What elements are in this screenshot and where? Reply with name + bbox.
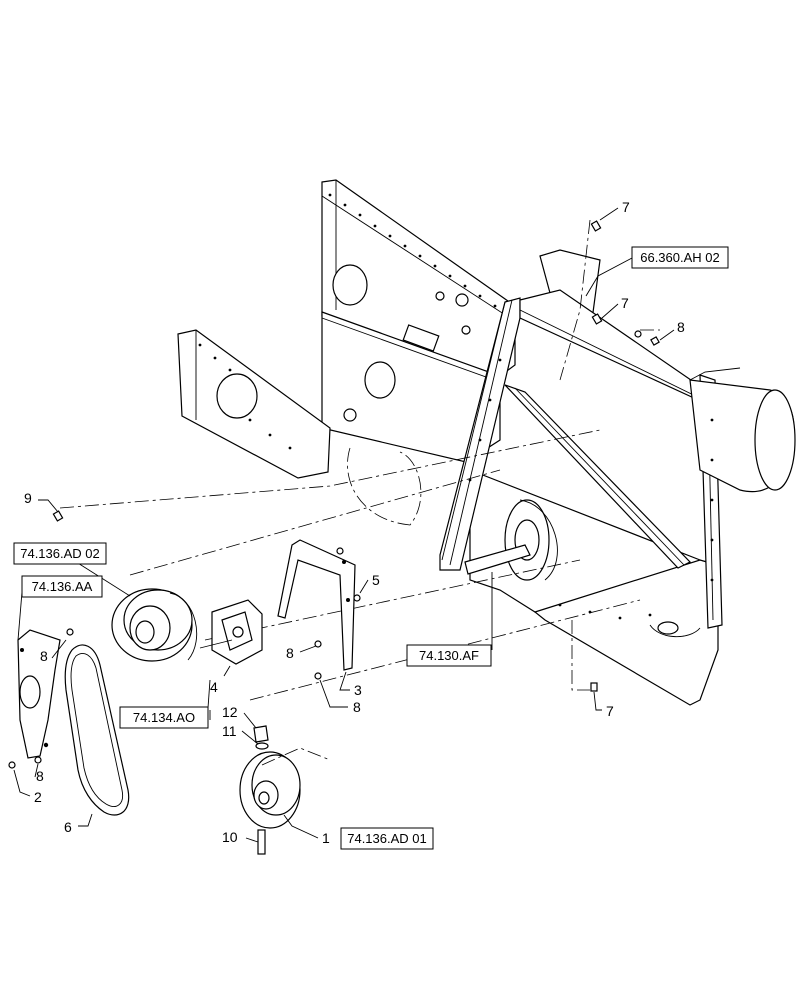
svg-text:74.136.AA: 74.136.AA [32,579,93,594]
chassis-frame [59,179,796,706]
callout-5: 5 [372,572,380,588]
reference-66-360-ah-02[interactable]: 66.360.AH 02 [631,246,729,269]
callout-7-mid: 7 [621,295,629,311]
drive-belt-part [64,644,130,816]
callout-12: 12 [222,704,238,720]
callout-9: 9 [24,490,32,506]
svg-text:74.136.AD 02: 74.136.AD 02 [20,546,100,561]
callout-7-bottom: 7 [606,703,614,719]
hardware-bolts [8,220,660,855]
callout-8-left: 8 [36,768,44,784]
reference-74-136-aa[interactable]: 74.136.AA [21,575,103,598]
callout-2: 2 [34,789,42,805]
callout-1: 1 [322,830,330,846]
callout-numbers: 7 7 8 9 5 8 8 3 4 8 8 2 6 12 11 10 1 7 [24,199,685,846]
callout-7-top: 7 [622,199,630,215]
callout-8-lower: 8 [353,699,361,715]
callout-4: 4 [210,679,218,695]
callout-11: 11 [222,723,237,739]
svg-text:74.130.AF: 74.130.AF [419,648,479,663]
callout-8-right: 8 [677,319,685,335]
tensioner-arm-part [277,539,356,671]
leader-lines [13,207,675,843]
callout-8-lever: 8 [40,648,48,664]
variator-pulley-part [111,588,197,662]
callout-10: 10 [222,829,238,845]
reference-74-134-ao[interactable]: 74.134.AO [119,706,209,729]
reference-74-136-ad-02[interactable]: 74.136.AD 02 [13,542,107,565]
callout-3: 3 [354,682,362,698]
reference-74-130-af[interactable]: 74.130.AF [406,644,492,667]
svg-text:66.360.AH 02: 66.360.AH 02 [640,250,720,265]
callout-8-tensioner: 8 [286,645,294,661]
callout-6: 6 [64,819,72,835]
svg-text:74.134.AO: 74.134.AO [133,710,195,725]
idler-bracket-part [199,599,263,665]
lever-arm-part [17,629,61,759]
idler-pulley-part [239,747,331,829]
reference-74-136-ad-01[interactable]: 74.136.AD 01 [340,827,434,850]
svg-text:74.136.AD 01: 74.136.AD 01 [347,831,427,846]
